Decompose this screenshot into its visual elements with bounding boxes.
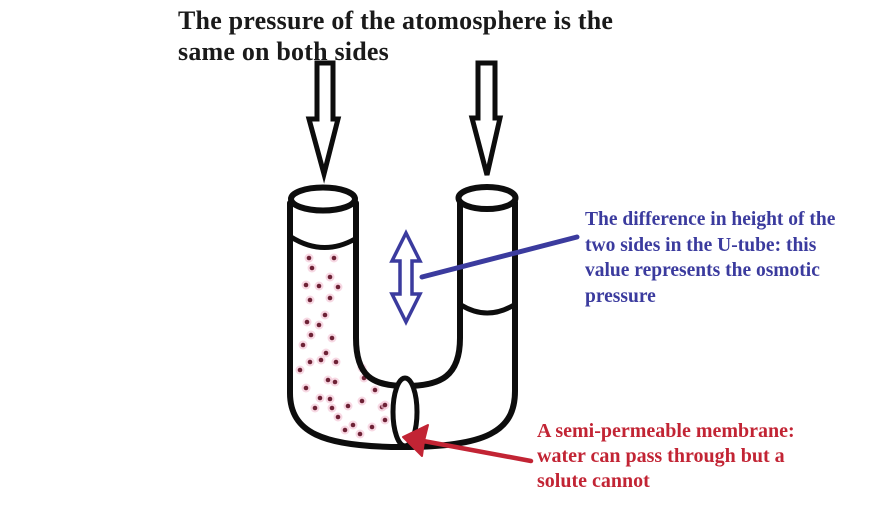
solute-dot: [297, 367, 303, 373]
osmotic-note-line-4: pressure: [585, 285, 656, 307]
solute-dot: [307, 297, 313, 303]
title-line-2: same on both sides: [178, 37, 389, 66]
osmotic-pointer-line: [419, 234, 580, 280]
solute-dot: [335, 414, 341, 420]
osmotic-pressure-note: The difference in height of the two side…: [585, 207, 885, 309]
solute-dot: [369, 424, 375, 430]
membrane-note-line-2: water can pass through but a: [537, 445, 785, 467]
solute-dot: [372, 387, 378, 393]
solute-dot: [345, 403, 351, 409]
left-liquid-level: [288, 234, 358, 250]
solute-dot: [318, 357, 324, 363]
solute-dot: [322, 312, 328, 318]
down-arrow-icon-right: [468, 60, 504, 176]
solute-dot: [329, 335, 335, 341]
down-arrow-icon-left: [305, 60, 342, 184]
solute-dot: [350, 422, 356, 428]
solute-dot: [323, 350, 329, 356]
solute-dot: [382, 417, 388, 423]
solute-dot: [359, 398, 365, 404]
solute-dot: [304, 319, 310, 325]
solute-dot: [335, 284, 341, 290]
left-tube-mouth: [288, 184, 358, 214]
solute-dot: [327, 274, 333, 280]
solute-dot: [308, 332, 314, 338]
solute-dot: [325, 377, 331, 383]
double-vertical-arrow-icon: [389, 229, 423, 326]
left-arrow-icon: [402, 424, 429, 457]
solute-dot: [316, 283, 322, 289]
solute-dots: [295, 253, 390, 439]
solute-dot: [303, 385, 309, 391]
membrane-note-line-1: A semi-permeable membrane:: [537, 420, 795, 442]
solute-dot: [342, 427, 348, 433]
solute-dot: [357, 431, 363, 437]
solute-dot: [327, 396, 333, 402]
u-tube-fill: [290, 200, 515, 447]
title-line-1: The pressure of the atomosphere is the: [178, 6, 614, 35]
solute-dot: [300, 342, 306, 348]
solute-dot: [309, 265, 315, 271]
solute-dot: [312, 405, 318, 411]
membrane-pointer-line: [415, 437, 534, 464]
solute-dot: [303, 282, 309, 288]
membrane-note: A semi-permeable membrane: water can pas…: [537, 419, 847, 494]
osmotic-note-line-2: two sides in the U-tube: this: [585, 234, 817, 256]
osmotic-note-line-3: value represents the osmotic: [585, 260, 820, 281]
solute-dot: [316, 322, 322, 328]
solute-dot: [306, 255, 312, 261]
solute-dot: [317, 395, 323, 401]
page-title: The pressure of the atomosphere is the s…: [178, 5, 678, 67]
solute-dot: [382, 402, 388, 408]
solute-dot: [329, 405, 335, 411]
solute-dot: [331, 255, 337, 261]
right-tube-mouth: [455, 184, 519, 212]
membrane-ellipse: [390, 375, 420, 449]
membrane-note-line-3: solute cannot: [537, 470, 650, 492]
right-liquid-level: [458, 302, 517, 316]
solute-dot: [327, 295, 333, 301]
solute-dot: [307, 359, 313, 365]
solute-dot: [332, 379, 338, 385]
osmotic-note-line-1: The difference in height of the: [585, 209, 836, 230]
solute-dot: [333, 359, 339, 365]
